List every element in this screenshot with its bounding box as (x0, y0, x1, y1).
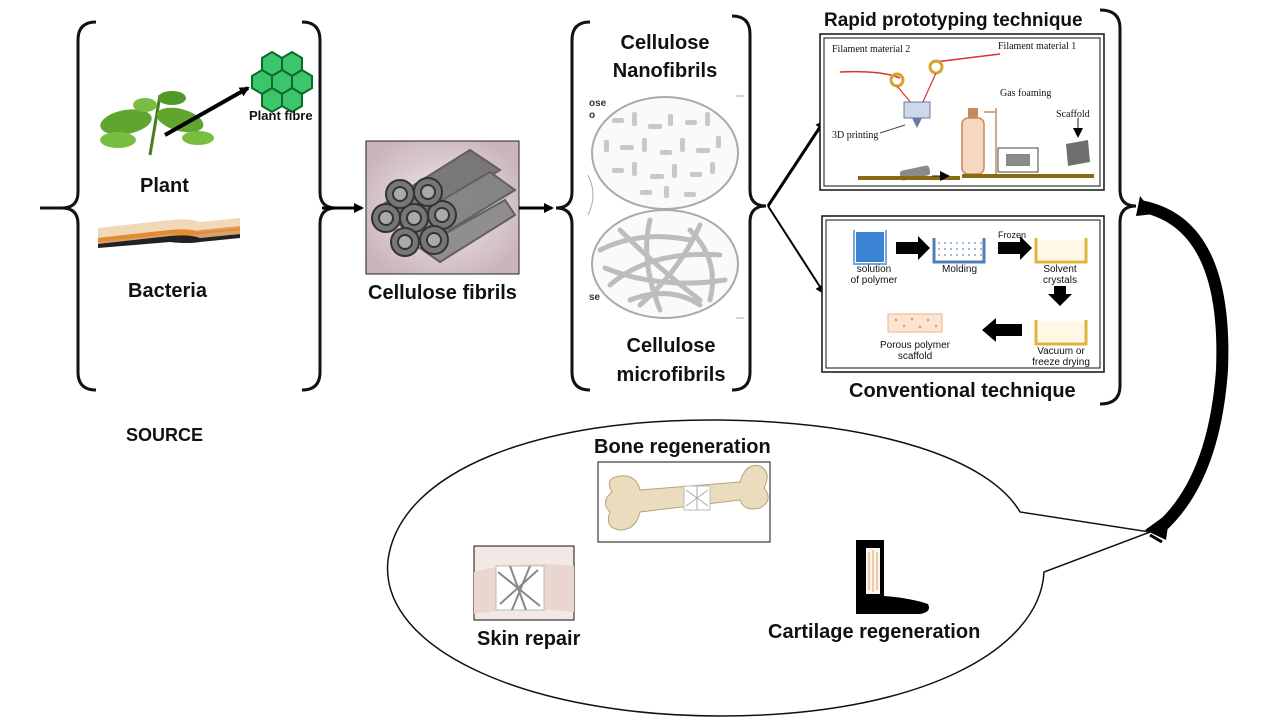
rapid-prototyping-panel (819, 33, 1105, 191)
plant-fibre-icon (251, 50, 313, 114)
vacuum-label-line1: Vacuum or (1037, 346, 1085, 357)
gas-foaming-label: Gas foaming (1000, 88, 1052, 99)
nanofibrils-image (591, 96, 739, 210)
fragment-text-top-1: ose (589, 98, 607, 109)
rapid-prototyping-title: Rapid prototyping technique (824, 10, 1083, 31)
fragment-text-top-2: o (589, 110, 596, 121)
cellulose-fibrils-image (365, 140, 520, 275)
bone-regeneration-label: Bone regeneration (594, 436, 771, 458)
scaffold-label: Scaffold (1056, 109, 1090, 120)
source-bracket (40, 20, 337, 392)
3d-printing-label: 3D printing (832, 130, 879, 141)
source-section-label: SOURCE (126, 425, 204, 445)
skin-repair-label: Skin repair (477, 628, 581, 650)
bacteria-illustration (98, 218, 240, 248)
cropped-figure-edges (587, 95, 744, 319)
filament-2-label: Filament material 2 (832, 44, 911, 55)
nanomicro-bracket (555, 14, 767, 392)
cellulose-fibrils-label: Cellulose fibrils (368, 282, 517, 304)
bone-regeneration-image (597, 461, 771, 543)
nanofibrils-label-line1: Cellulose (620, 32, 710, 54)
microfibrils-image (591, 209, 739, 319)
plant-illustration (100, 91, 214, 156)
microfibrils-label-line1: Cellulose (626, 335, 716, 357)
frozen-label: Frozen (998, 230, 1027, 240)
plant-fibre-label: Plant fibre (249, 108, 313, 123)
molding-label: Molding (942, 264, 978, 275)
microfibrils-label-line2: microfibrils (616, 364, 726, 386)
conventional-panel (821, 215, 1105, 373)
cartilage-regeneration-label: Cartilage regeneration (768, 621, 981, 643)
curved-arrow-to-applications (1136, 196, 1229, 544)
fragment-text-bottom: se (589, 292, 601, 303)
nanofibrils-label-line2: Nanofibrils (612, 60, 718, 82)
cartilage-regeneration-image (856, 540, 929, 614)
plant-label: Plant (140, 175, 189, 197)
to-conventional-arrow (767, 205, 826, 295)
porous-label-line2: scaffold (897, 351, 933, 362)
skin-repair-image (473, 545, 575, 621)
solution-label-line1: solution (856, 264, 892, 275)
bacteria-label: Bacteria (128, 280, 207, 302)
plant-to-fibre-arrow (164, 86, 250, 137)
conventional-technique-title: Conventional technique (849, 380, 1076, 402)
filament-1-label: Filament material 1 (998, 41, 1077, 52)
solution-label-line2: of polymer (850, 275, 898, 286)
techniques-bracket (1099, 8, 1137, 406)
applications-bubble (386, 419, 1153, 717)
porous-label-line1: Porous polymer (879, 340, 951, 351)
solvent-label-line1: Solvent (1043, 264, 1077, 275)
vacuum-label-line2: freeze drying (1032, 357, 1090, 368)
solvent-label-line2: crystals (1043, 275, 1077, 286)
to-rapid-arrow (766, 119, 826, 207)
